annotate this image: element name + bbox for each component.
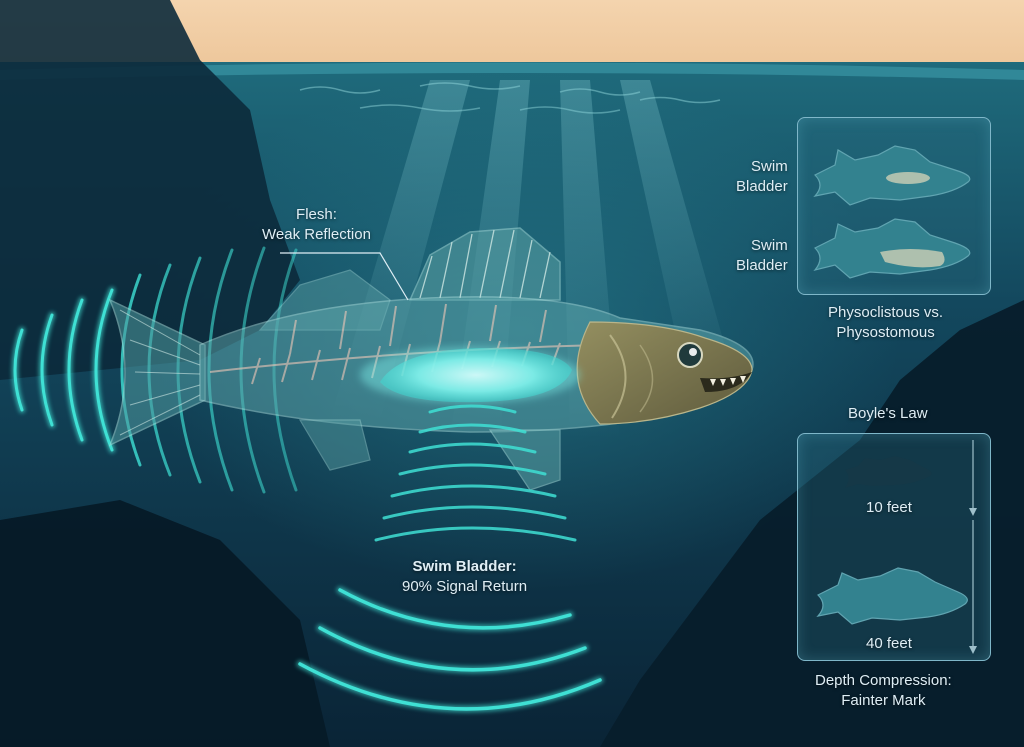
main-fish — [108, 227, 754, 491]
panel-top-fish-label: Swim Bladder — [736, 158, 788, 195]
boyles-law-title: Boyle's Law — [848, 405, 928, 422]
panel-fish-top — [813, 145, 971, 206]
depth-40-label: 40 feet — [866, 635, 912, 652]
depth-compression-caption: Depth Compression: Fainter Mark — [815, 672, 952, 709]
flesh-leader-line — [280, 252, 409, 301]
swim-bladder — [380, 348, 572, 403]
right-rock — [600, 300, 1024, 747]
depth-10-label: 10 feet — [866, 499, 912, 516]
bladder-types-panel — [797, 117, 991, 295]
flesh-label-line1: Flesh: — [296, 206, 337, 223]
sonar-waves-vertical — [296, 404, 604, 713]
panel-fish-bottom — [813, 218, 971, 279]
flesh-label-line2: Weak Reflection — [262, 226, 371, 243]
panel-fish-deep — [816, 567, 968, 625]
depth-arrow — [969, 440, 977, 654]
boyles-law-panel — [797, 433, 991, 661]
left-rock — [0, 0, 300, 380]
swim-bladder-label: Swim Bladder: 90% Signal Return — [402, 557, 527, 597]
panel-bottom-fish-label: Swim Bladder — [736, 237, 788, 274]
flesh-label: Flesh: Weak Reflection — [262, 205, 371, 245]
swim-bladder-label-line2: 90% Signal Return — [402, 578, 528, 595]
fish-eye — [677, 342, 703, 368]
panel-fish-shallow — [845, 456, 932, 488]
swim-bladder-label-line1: Swim Bladder: — [412, 558, 517, 575]
bladder-types-caption: Physoclistous vs. Physostomous — [828, 304, 944, 341]
sonar-waves-horizontal — [12, 246, 298, 494]
